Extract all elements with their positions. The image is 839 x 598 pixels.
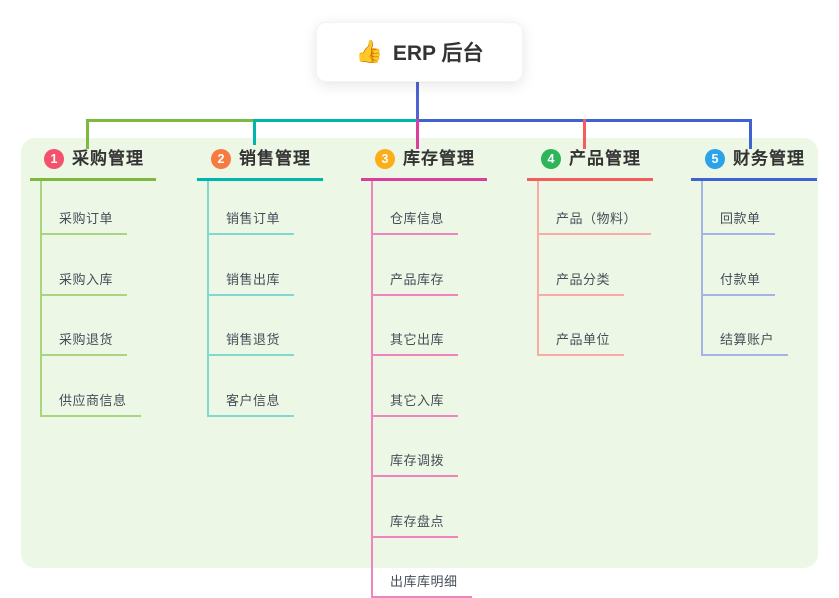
connector-segment-sales [255, 119, 418, 122]
connector-stub-finance [749, 119, 752, 149]
root-node[interactable]: 👍 ERP 后台 [316, 22, 523, 82]
connector-stub-inventory [416, 119, 419, 149]
child-label: 产品（物料） [556, 208, 637, 227]
child-node[interactable]: 仓库信息 [373, 181, 458, 235]
root-label: ERP 后台 [393, 37, 484, 67]
child-node[interactable]: 销售出库 [209, 235, 294, 296]
child-label: 销售退货 [226, 329, 280, 348]
child-label: 其它入库 [390, 390, 444, 409]
branch-number-badge: 2 [211, 149, 231, 169]
branch-title-purchase[interactable]: 1 采购管理 [30, 148, 156, 181]
connector-segment-purchase [86, 119, 255, 122]
child-node[interactable]: 客户信息 [209, 356, 294, 417]
branch-label: 采购管理 [72, 148, 144, 170]
child-label: 付款单 [720, 269, 761, 288]
child-label: 库存调拨 [390, 450, 444, 469]
child-node[interactable]: 付款单 [703, 235, 775, 296]
child-label: 销售订单 [226, 208, 280, 227]
child-label: 结算账户 [720, 329, 774, 348]
branch-label: 库存管理 [403, 148, 475, 170]
branch-children-purchase: 采购订单 采购入库 采购退货 供应商信息 [40, 181, 141, 417]
child-label: 销售出库 [226, 269, 280, 288]
child-label: 产品分类 [556, 269, 610, 288]
branch-label: 销售管理 [239, 148, 311, 170]
child-node[interactable]: 其它入库 [373, 356, 458, 417]
child-node[interactable]: 产品单位 [539, 296, 624, 357]
branch-label: 财务管理 [733, 148, 805, 170]
branch-title-product[interactable]: 4 产品管理 [527, 148, 653, 181]
branch-children-sales: 销售订单 销售出库 销售退货 客户信息 [207, 181, 294, 417]
child-node[interactable]: 回款单 [703, 181, 775, 235]
child-label: 其它出库 [390, 329, 444, 348]
child-node[interactable]: 库存调拨 [373, 417, 458, 478]
child-label: 产品库存 [390, 269, 444, 288]
child-label: 客户信息 [226, 390, 280, 409]
branch-sales: 2 销售管理 销售订单 销售出库 销售退货 客户信息 [197, 148, 323, 417]
child-label: 采购订单 [59, 208, 113, 227]
child-node[interactable]: 采购退货 [42, 296, 127, 357]
child-node[interactable]: 销售订单 [209, 181, 294, 235]
child-node[interactable]: 供应商信息 [42, 356, 141, 417]
branch-number-badge: 4 [541, 149, 561, 169]
thumbs-up-icon: 👍 [355, 39, 382, 65]
child-label: 出库库明细 [390, 571, 458, 590]
connector-root-line [416, 82, 419, 120]
child-label: 仓库信息 [390, 208, 444, 227]
branch-label: 产品管理 [569, 148, 641, 170]
child-node[interactable]: 产品（物料） [539, 181, 651, 235]
child-label: 产品单位 [556, 329, 610, 348]
child-node[interactable]: 库存盘点 [373, 477, 458, 538]
child-node[interactable]: 其它出库 [373, 296, 458, 357]
branch-product: 4 产品管理 产品（物料） 产品分类 产品单位 [527, 148, 653, 356]
branch-title-sales[interactable]: 2 销售管理 [197, 148, 323, 181]
child-label: 库存盘点 [390, 511, 444, 530]
branch-children-finance: 回款单 付款单 结算账户 [701, 181, 788, 356]
branch-title-inventory[interactable]: 3 库存管理 [361, 148, 487, 181]
child-label: 采购入库 [59, 269, 113, 288]
branch-number-badge: 5 [705, 149, 725, 169]
connector-stub-purchase [86, 119, 89, 149]
branch-inventory: 3 库存管理 仓库信息 产品库存 其它出库 其它入库 库存调拨 库存盘点 出库库… [361, 148, 487, 598]
branch-finance: 5 财务管理 回款单 付款单 结算账户 [691, 148, 817, 356]
branch-number-badge: 3 [375, 149, 395, 169]
child-node[interactable]: 销售退货 [209, 296, 294, 357]
connector-stub-product [583, 119, 586, 149]
child-node[interactable]: 出库库明细 [373, 538, 472, 598]
branch-title-finance[interactable]: 5 财务管理 [691, 148, 817, 181]
branch-children-inventory: 仓库信息 产品库存 其它出库 其它入库 库存调拨 库存盘点 出库库明细 [371, 181, 472, 598]
child-node[interactable]: 产品库存 [373, 235, 458, 296]
child-node[interactable]: 采购入库 [42, 235, 127, 296]
connector-stub-sales [253, 119, 256, 145]
child-label: 采购退货 [59, 329, 113, 348]
child-node[interactable]: 采购订单 [42, 181, 127, 235]
branch-children-product: 产品（物料） 产品分类 产品单位 [537, 181, 651, 356]
branch-purchase: 1 采购管理 采购订单 采购入库 采购退货 供应商信息 [30, 148, 156, 417]
child-node[interactable]: 产品分类 [539, 235, 624, 296]
branch-number-badge: 1 [44, 149, 64, 169]
child-label: 供应商信息 [59, 390, 127, 409]
child-node[interactable]: 结算账户 [703, 296, 788, 357]
child-label: 回款单 [720, 208, 761, 227]
